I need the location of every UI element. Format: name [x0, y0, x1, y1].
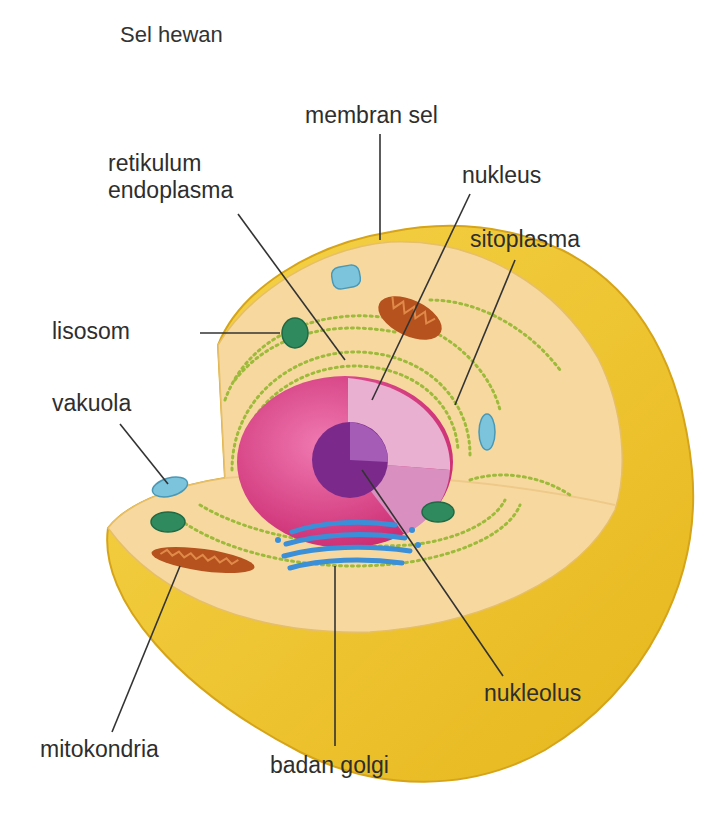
- golgi-cisterna: [286, 535, 405, 544]
- vacuole: [150, 474, 189, 501]
- golgi-vesicle: [275, 537, 281, 543]
- leader-line: [112, 566, 180, 732]
- golgi-vesicle: [409, 527, 415, 533]
- leader-line: [200, 332, 280, 334]
- endoplasmic-reticulum: [180, 300, 570, 566]
- part-label: badan golgi: [270, 752, 470, 779]
- leader-line: [238, 214, 345, 360]
- part-label: nukleolus: [484, 680, 664, 707]
- nucleolus-cut: [350, 422, 388, 462]
- nucleus: [237, 376, 453, 548]
- nucleolus-body: [312, 422, 388, 498]
- leader-line: [372, 194, 470, 400]
- part-label: vakuola: [52, 390, 192, 417]
- mitochondrion: [372, 287, 449, 348]
- mitochondrion-cristae: [160, 549, 238, 565]
- golgi-body: [275, 522, 421, 568]
- cytoplasm-cut: [108, 242, 622, 632]
- part-label: mitokondria: [40, 736, 240, 763]
- leader-line: [334, 566, 336, 746]
- golgi-cisterna: [284, 547, 410, 556]
- leader-line: [455, 260, 515, 405]
- cell-body: [107, 226, 693, 782]
- lysosome: [282, 318, 308, 348]
- er-band: [470, 475, 570, 495]
- part-label: membran sel: [305, 102, 525, 129]
- lysosomes: [151, 318, 454, 532]
- vacuoles: [150, 264, 495, 501]
- golgi-cisterna: [290, 560, 402, 568]
- diagram-title: Sel hewan: [120, 22, 360, 48]
- part-label: nukleus: [462, 162, 602, 189]
- lysosome: [422, 502, 454, 522]
- er-band: [430, 300, 560, 370]
- mitochondria: [150, 287, 448, 578]
- lysosome: [151, 512, 185, 532]
- part-label: sitoplasma: [470, 226, 650, 253]
- golgi-vesicle: [415, 542, 421, 548]
- vacuole: [330, 264, 361, 291]
- nucleus-cut: [348, 378, 450, 470]
- mitochondrion-cristae: [388, 297, 436, 326]
- vacuole: [479, 414, 495, 450]
- leader-line: [362, 470, 503, 676]
- part-label: lisosom: [52, 318, 192, 345]
- mitochondrion: [150, 542, 256, 578]
- er-band: [235, 328, 395, 380]
- leader-line: [120, 424, 168, 484]
- nucleus-body: [237, 376, 453, 548]
- leader-lines: [112, 134, 515, 746]
- leader-line: [379, 134, 381, 240]
- part-label: retikulum endoplasma: [108, 150, 258, 204]
- golgi-cisterna: [292, 522, 395, 532]
